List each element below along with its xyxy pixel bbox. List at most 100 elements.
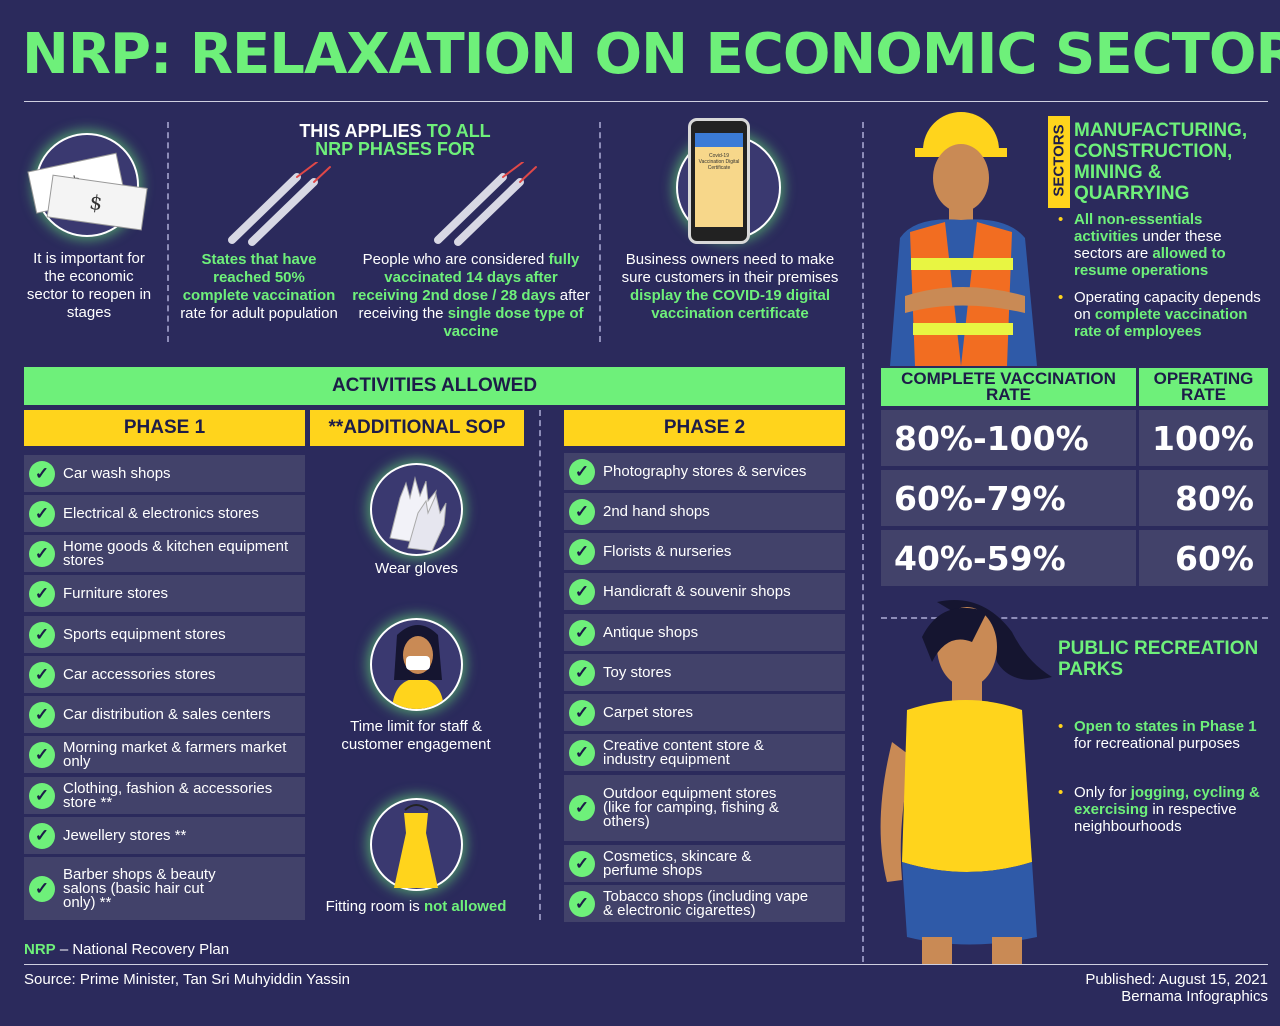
list-item: ✓Creative content store & industry equip…: [564, 734, 845, 771]
people-text-b: fully vaccinated 14 days after receiving…: [352, 251, 580, 304]
phase2-title: PHASE 2: [564, 410, 845, 446]
rate-vacc-cell: 40%-59%: [881, 530, 1136, 586]
sectors-bullet-2-a: Operating capacity depends on: [1074, 289, 1261, 323]
check-icon: ✓: [569, 458, 595, 485]
check-icon: ✓: [569, 739, 595, 766]
rates-head-op: OPERATING RATE: [1139, 368, 1268, 406]
title-divider: [24, 101, 1268, 102]
check-icon: ✓: [569, 498, 595, 525]
check-icon: ✓: [569, 890, 595, 917]
list-item: ✓Sports equipment stores: [24, 616, 305, 653]
sectors-bullet-2: Operating capacity depends on complete v…: [1058, 289, 1264, 340]
sectors-vertical-label: SECTORS: [1048, 116, 1070, 208]
check-icon: ✓: [569, 795, 595, 821]
people-text-c: after receiving the: [358, 287, 590, 322]
sectors-bullet-2-b: complete vaccination rate of employees: [1074, 306, 1248, 340]
rate-vacc-cell: 80%-100%: [881, 410, 1136, 466]
list-item: ✓Car distribution & sales centers: [24, 696, 305, 733]
people-text: People who are considered fully vaccinat…: [352, 251, 590, 341]
activities-title: ACTIVITIES ALLOWED: [24, 367, 845, 405]
list-item: ✓Car wash shops: [24, 455, 305, 492]
applies-title: THIS APPLIES TO ALL NRP PHASES FOR: [270, 122, 520, 158]
list-item: ✓Morning market & farmers market only: [24, 736, 305, 773]
syringe-icon: [228, 162, 331, 246]
rate-op-cell: 80%: [1139, 470, 1268, 526]
list-item: ✓Cosmetics, skincare & perfume shops: [564, 845, 845, 882]
list-item: ✓Clothing, fashion & accessories store *…: [24, 777, 305, 814]
sop-fitting-b: not allowed: [423, 898, 507, 915]
list-item: ✓Car accessories stores: [24, 656, 305, 693]
credit-text: Bernama Infographics: [1121, 988, 1268, 1005]
owners-text-b: display the COVID-19 digital vaccination…: [629, 287, 831, 322]
parks-bullet-1: Open to states in Phase 1 for recreation…: [1058, 718, 1268, 752]
applies-title-c: NRP PHASES FOR: [315, 139, 475, 159]
owners-text: Business owners need to make sure custom…: [615, 251, 845, 323]
parks-title: PUBLIC RECREATION PARKS: [1058, 638, 1259, 680]
check-icon: ✓: [29, 782, 55, 809]
divider: [167, 122, 169, 342]
sectors-vertical-text: SECTORS: [1050, 124, 1068, 197]
list-item: ✓Florists & nurseries: [564, 533, 845, 570]
dress-icon: [370, 798, 463, 891]
sectors-bullet-1-b: under these sectors are: [1074, 228, 1222, 262]
divider: [539, 410, 541, 920]
phone-icon: Covid-19 Vaccination Digital Certificate: [688, 118, 750, 244]
rate-op-cell: 100%: [1139, 410, 1268, 466]
check-icon: ✓: [29, 701, 55, 728]
list-item: ✓Outdoor equipment stores (like for camp…: [564, 775, 845, 841]
sop-gloves: Wear gloves: [374, 560, 459, 577]
check-icon: ✓: [29, 822, 55, 849]
rate-op-cell: 60%: [1139, 530, 1268, 586]
people-text-a: People who are considered: [362, 251, 545, 268]
states-text-a: States that have reached 50% complete va…: [182, 251, 336, 304]
list-item: ✓Carpet stores: [564, 694, 845, 731]
applies-title-a: THIS APPLIES: [299, 121, 422, 141]
list-item: ✓Antique shops: [564, 614, 845, 651]
check-icon: ✓: [569, 619, 595, 646]
gloves-icon: [370, 463, 463, 556]
check-icon: ✓: [569, 850, 595, 877]
check-icon: ✓: [569, 659, 595, 686]
check-icon: ✓: [29, 661, 55, 688]
sectors-bullet-1-c: allowed to resume operations: [1074, 245, 1226, 279]
sop-title: **ADDITIONAL SOP: [310, 410, 524, 446]
syringe-icon: [434, 162, 537, 246]
states-text: States that have reached 50% complete va…: [180, 251, 338, 323]
check-icon: ✓: [29, 460, 55, 487]
footer-divider: [24, 964, 1268, 965]
parks-bullet-2: Only for jogging, cycling & exercising i…: [1058, 784, 1268, 835]
list-item: ✓Jewellery stores **: [24, 817, 305, 854]
jogger-illustration: [880, 600, 1052, 964]
check-icon: ✓: [29, 580, 55, 607]
check-icon: ✓: [29, 500, 55, 527]
list-item: ✓Toy stores: [564, 654, 845, 691]
sop-time: Time limit for staff & customer engageme…: [341, 718, 491, 753]
parks-bullet-2-a: Only for: [1074, 784, 1127, 801]
masked-staff-icon: [370, 618, 463, 711]
list-item: ✓Electrical & electronics stores: [24, 495, 305, 532]
states-text-b: rate for adult population: [180, 305, 338, 322]
divider: [881, 617, 1268, 619]
check-icon: ✓: [569, 699, 595, 726]
sectors-title: MANUFACTURING, CONSTRUCTION, MINING & QU…: [1074, 120, 1248, 204]
certificate-label: Covid-19 Vaccination Digital Certificate: [698, 153, 740, 171]
page-title: NRP: RELAXATION ON ECONOMIC SECTORS: [22, 22, 1280, 87]
construction-worker-illustration: [890, 112, 1037, 366]
check-icon: ✓: [569, 538, 595, 565]
owners-text-a: Business owners need to make sure custom…: [621, 251, 839, 286]
divider: [599, 122, 601, 342]
sop-fitting-a: Fitting room is: [325, 898, 420, 915]
money-icon: $ $: [27, 133, 148, 237]
check-icon: ✓: [29, 741, 55, 768]
sectors-bullet-1: All non-essentials activities under thes…: [1058, 211, 1264, 279]
applies-title-b: TO ALL: [426, 121, 491, 141]
list-item: ✓Photography stores & services: [564, 453, 845, 490]
reopen-text: It is important for the economic sector …: [26, 250, 152, 321]
divider: [862, 122, 864, 962]
check-icon: ✓: [569, 578, 595, 605]
svg-text:$: $: [88, 190, 104, 216]
parks-bullet-1-a: Open to states in Phase 1: [1074, 718, 1257, 735]
nrp-def: – National Recovery Plan: [59, 941, 230, 958]
list-item: ✓Handicraft & souvenir shops: [564, 573, 845, 610]
list-item: ✓Barber shops & beauty salons (basic hai…: [24, 857, 305, 920]
